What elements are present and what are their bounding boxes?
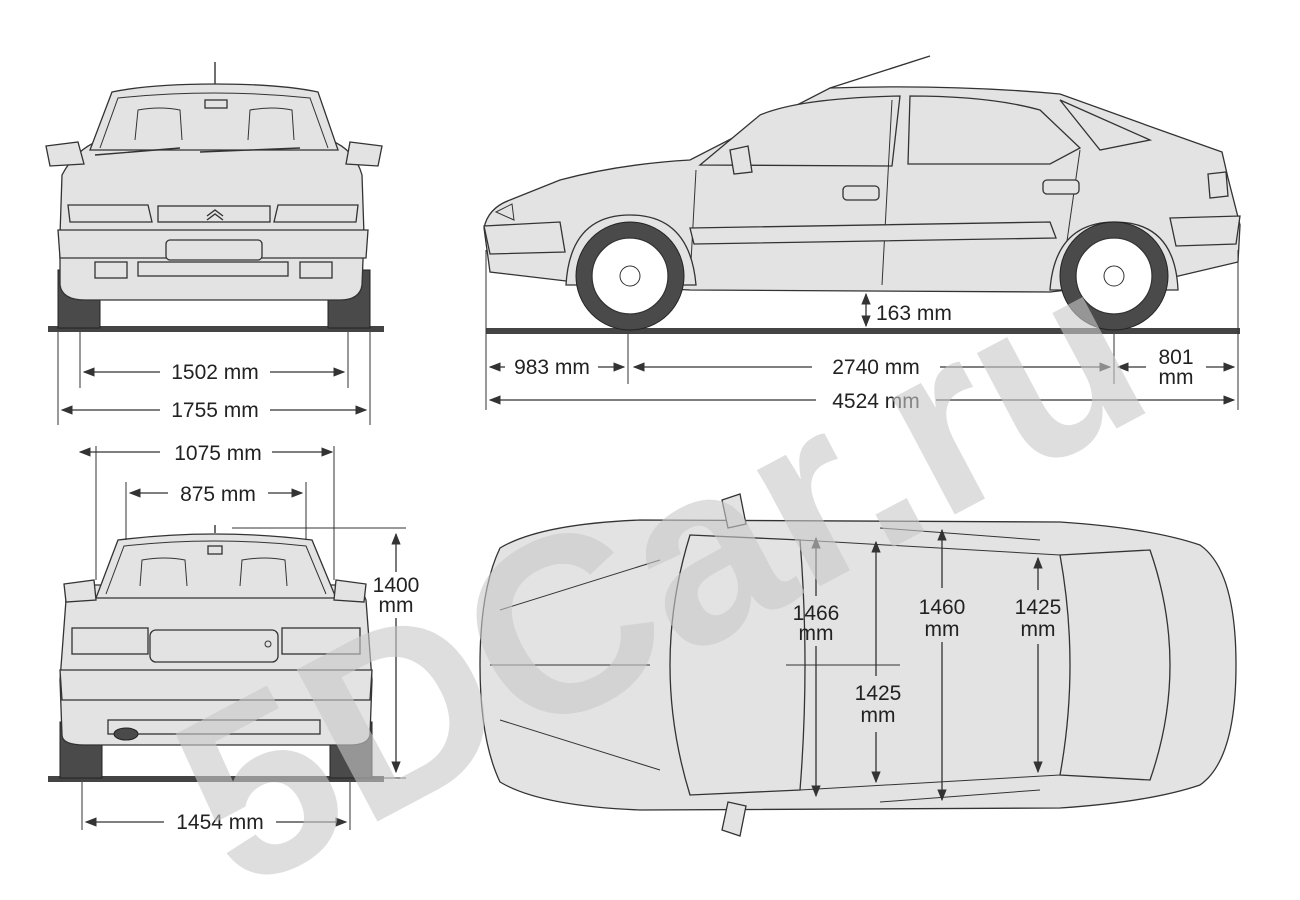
rear-track-label: 1454 mm: [176, 811, 264, 834]
front-overhang-label: 983 mm: [514, 356, 590, 379]
rear-height-unit: mm: [379, 594, 414, 617]
rear-door-window: [907, 95, 1082, 165]
front-ground-line: [48, 326, 384, 332]
rear-ground-line: [48, 776, 384, 782]
top-right-mirror: [721, 801, 747, 837]
rear-overhang-value: 801: [1158, 346, 1193, 369]
rear-left-mirror: [63, 579, 97, 603]
top-view: 1466 mm 1425 mm 1460 mm 1425 mm: [479, 493, 1237, 837]
rear-plate: [149, 629, 279, 663]
top-b-pillar-unit: mm: [925, 618, 960, 641]
rear-right-light: [281, 627, 361, 655]
top-front-interior-value: 1466: [793, 602, 840, 625]
rear-window-width-label: 875 mm: [180, 483, 256, 506]
side-view: 163 mm 983 mm 2740 mm 801 mm 4524 mm: [483, 55, 1241, 413]
rear-roof-width-label: 1075 mm: [174, 442, 262, 465]
ground-clearance-label: 163 mm: [876, 302, 952, 325]
front-left-headlight: [67, 204, 153, 223]
rear-view: 1075 mm 875 mm 1400 mm 1454 mm: [48, 442, 424, 834]
top-mid-interior-value: 1425: [855, 682, 902, 705]
front-door-window: [698, 95, 901, 167]
top-rear-interior-unit: mm: [1021, 618, 1056, 641]
rear-overhang-unit: mm: [1159, 366, 1194, 389]
front-left-mirror: [45, 141, 85, 167]
top-b-pillar-value: 1460: [919, 596, 966, 619]
wheelbase-label: 2740 mm: [832, 356, 920, 379]
front-right-mirror: [345, 141, 383, 167]
front-right-headlight: [273, 204, 359, 223]
top-rear-interior-value: 1425: [1015, 596, 1062, 619]
front-width-label: 1755 mm: [171, 399, 259, 422]
side-mirror: [729, 145, 753, 175]
overall-length-label: 4524 mm: [832, 390, 920, 413]
front-view: 1502 mm 1755 mm: [45, 62, 384, 425]
front-track-label: 1502 mm: [171, 361, 259, 384]
rear-right-mirror: [333, 579, 367, 603]
top-front-interior-unit: mm: [799, 622, 834, 645]
exhaust-pipe: [113, 727, 139, 741]
top-left-mirror: [721, 493, 747, 529]
side-ground-line: [486, 328, 1240, 334]
top-mid-interior-unit: mm: [861, 704, 896, 727]
rear-left-light: [71, 627, 149, 655]
front-plate: [165, 239, 263, 261]
rear-height-value: 1400: [373, 574, 420, 597]
